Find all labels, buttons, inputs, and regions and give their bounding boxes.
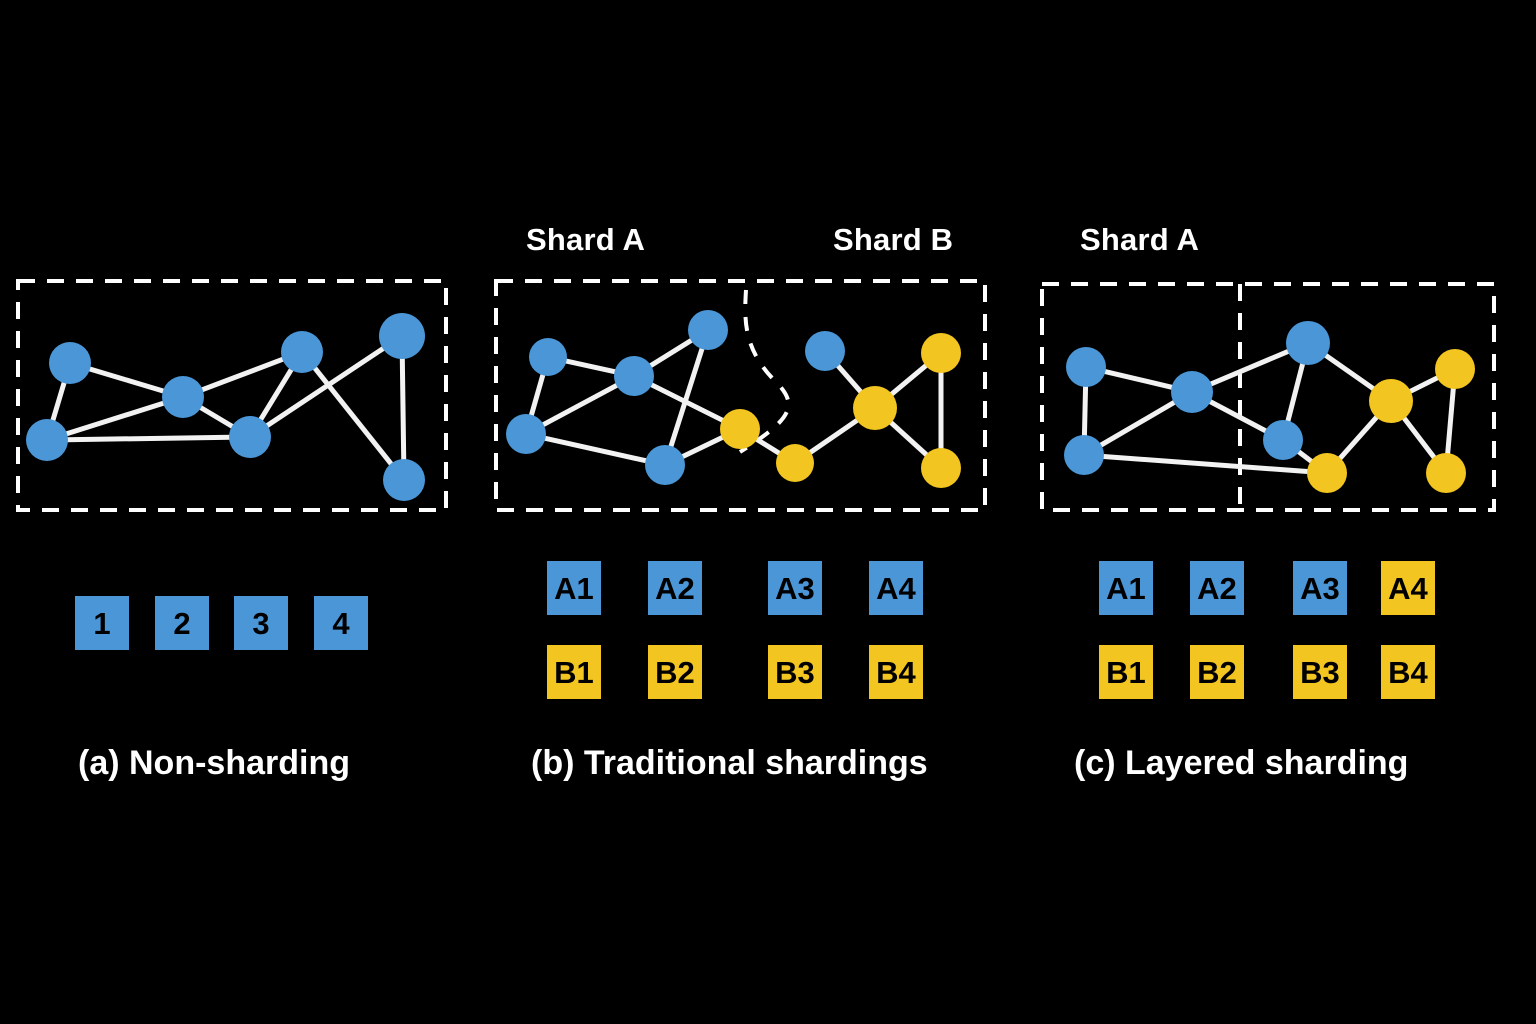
graph-node-blue (383, 459, 425, 501)
graph-node-yellow (720, 409, 760, 449)
graph-edge (543, 435, 648, 464)
graph-edge (1081, 384, 1089, 438)
graph-edge (311, 365, 395, 467)
graph-edge (680, 434, 725, 460)
graph-edge (1101, 453, 1310, 475)
graph-node-blue (1263, 420, 1303, 460)
graph-edge (1322, 352, 1377, 392)
graph-edge (64, 400, 166, 437)
graph-edge (198, 404, 235, 430)
chip-b-a1: A1 (547, 561, 601, 615)
graph-edge (564, 358, 617, 375)
graph-edge (1337, 414, 1380, 462)
graph-edges-b (528, 337, 944, 464)
shard-label-b-a: Shard A (526, 222, 646, 257)
graph-node-yellow (1435, 349, 1475, 389)
graph-node-blue (614, 356, 654, 396)
panel-boundary-b (494, 279, 987, 512)
graph-edge (399, 356, 407, 462)
shard-label-c-a: Shard A (1080, 222, 1200, 257)
panel-caption-b: (b) Traditional shardings (531, 744, 928, 782)
chip-c-b4: B4 (1381, 645, 1435, 699)
shard-divider-curved-b (738, 289, 791, 454)
graph-node-blue (1066, 347, 1106, 387)
chip-c-b2: B2 (1190, 645, 1244, 699)
graph-node-blue (805, 331, 845, 371)
graph-node-blue (281, 331, 323, 373)
graph-edge (65, 434, 232, 443)
graph-node-blue (26, 419, 68, 461)
chip-c-a1: A1 (1099, 561, 1153, 615)
shard-label-b-b: Shard B (833, 222, 954, 257)
graph-edge (668, 346, 705, 449)
chip-b-a4: A4 (869, 561, 923, 615)
graph-node-blue (645, 445, 685, 485)
graph-edge (1445, 386, 1456, 456)
panel-caption-c: (c) Layered sharding (1074, 744, 1409, 782)
panel-caption-a: (a) Non-sharding (78, 744, 350, 782)
graph-node-blue (506, 414, 546, 454)
graph-node-blue (379, 313, 425, 359)
graph-edge (647, 337, 695, 369)
graph-edge (50, 380, 67, 423)
graph-node-yellow (1369, 379, 1413, 423)
panel-boundary-a (16, 279, 448, 512)
chip-b-b3: B3 (768, 645, 822, 699)
graph-node-yellow (921, 448, 961, 488)
graph-edge (257, 366, 295, 423)
chip-a-2: 2 (155, 596, 209, 650)
graph-edge (834, 362, 864, 395)
graph-edges-c (1081, 348, 1456, 475)
chip-c-b1: B1 (1099, 645, 1153, 699)
panel-boundary-c (1040, 282, 1496, 512)
graph-edges-a (50, 345, 407, 467)
graph-edge (1401, 415, 1438, 461)
chip-b-b1: B1 (547, 645, 601, 699)
graph-edge (888, 362, 929, 398)
chip-b-b4: B4 (869, 645, 923, 699)
graph-node-blue (1286, 321, 1330, 365)
graph-edge (1207, 398, 1269, 434)
graph-nodes-c (1064, 321, 1475, 493)
graph-node-yellow (1426, 453, 1466, 493)
chip-c-a4: A4 (1381, 561, 1435, 615)
graph-edge (1098, 399, 1177, 449)
graph-node-blue (1171, 371, 1213, 413)
graph-edge (1407, 374, 1441, 395)
graph-edge (264, 345, 386, 429)
graph-node-blue (529, 338, 567, 376)
graph-node-yellow (853, 386, 897, 430)
graph-node-yellow (921, 333, 961, 373)
graph-edge (540, 382, 620, 428)
chip-c-a2: A2 (1190, 561, 1244, 615)
graph-edge (807, 417, 860, 456)
graph-edge (1208, 348, 1291, 387)
graph-nodes-a (26, 313, 425, 501)
graph-node-blue (162, 376, 204, 418)
chip-a-3: 3 (234, 596, 288, 650)
graph-node-yellow (1307, 453, 1347, 493)
chip-b-a2: A2 (648, 561, 702, 615)
graph-edge (528, 372, 546, 418)
graph-node-blue (1064, 435, 1104, 475)
chip-b-b2: B2 (648, 645, 702, 699)
graph-nodes-b (506, 310, 961, 488)
chip-a-4: 4 (314, 596, 368, 650)
graph-node-blue (229, 416, 271, 458)
graph-node-blue (688, 310, 728, 350)
graph-node-blue (49, 342, 91, 384)
chip-c-a3: A3 (1293, 561, 1347, 615)
graph-edge (1102, 368, 1175, 391)
chip-a-1: 1 (75, 596, 129, 650)
graph-edge (888, 419, 930, 458)
chip-b-a3: A3 (768, 561, 822, 615)
graph-edge (1285, 361, 1306, 424)
graph-edge (87, 366, 166, 394)
graph-node-yellow (776, 444, 814, 482)
chip-c-b3: B3 (1293, 645, 1347, 699)
graph-edge (753, 436, 782, 457)
graph-edge (1295, 448, 1315, 465)
graph-edge (199, 356, 286, 393)
